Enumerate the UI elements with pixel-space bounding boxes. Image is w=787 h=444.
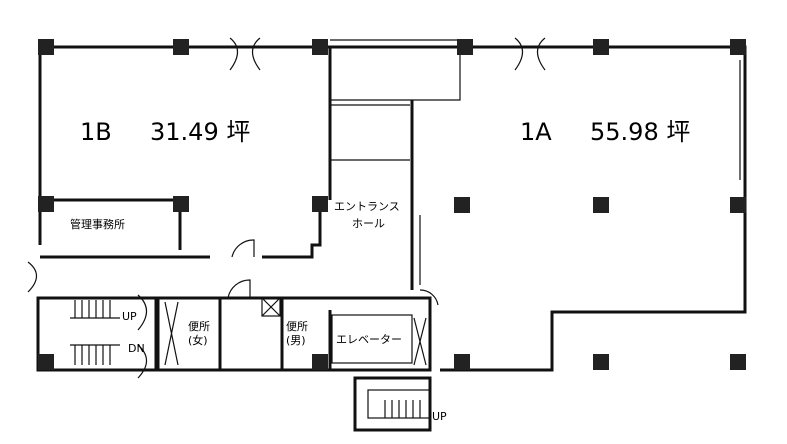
rear-stair [353,376,432,432]
main-stair-up-label: UP [122,310,137,323]
elevator-label: エレベーター [336,333,402,346]
mens-toilet-label-1: 便所 [286,320,308,333]
main-stair [70,300,120,365]
unit-1a-area: 55.98 坪 [590,118,690,146]
unit-1a-name: 1A [520,118,552,146]
management-office-label: 管理事務所 [70,217,125,231]
columns [38,39,746,370]
unit-1b-name: 1B [80,118,112,146]
womens-toilet-label-2: (女) [188,333,208,347]
main-stair-down-label: DN [128,342,145,355]
womens-toilet-label-1: 便所 [188,320,210,333]
entrance-hall-label-1: エントランス [334,200,400,213]
unit-1b-area: 31.49 坪 [150,118,250,146]
mens-toilet-label-2: (男) [286,334,306,347]
entrance-hall-label-2: ホール [352,217,385,230]
rear-stair-up-label: UP [432,410,447,423]
walls [27,37,747,432]
